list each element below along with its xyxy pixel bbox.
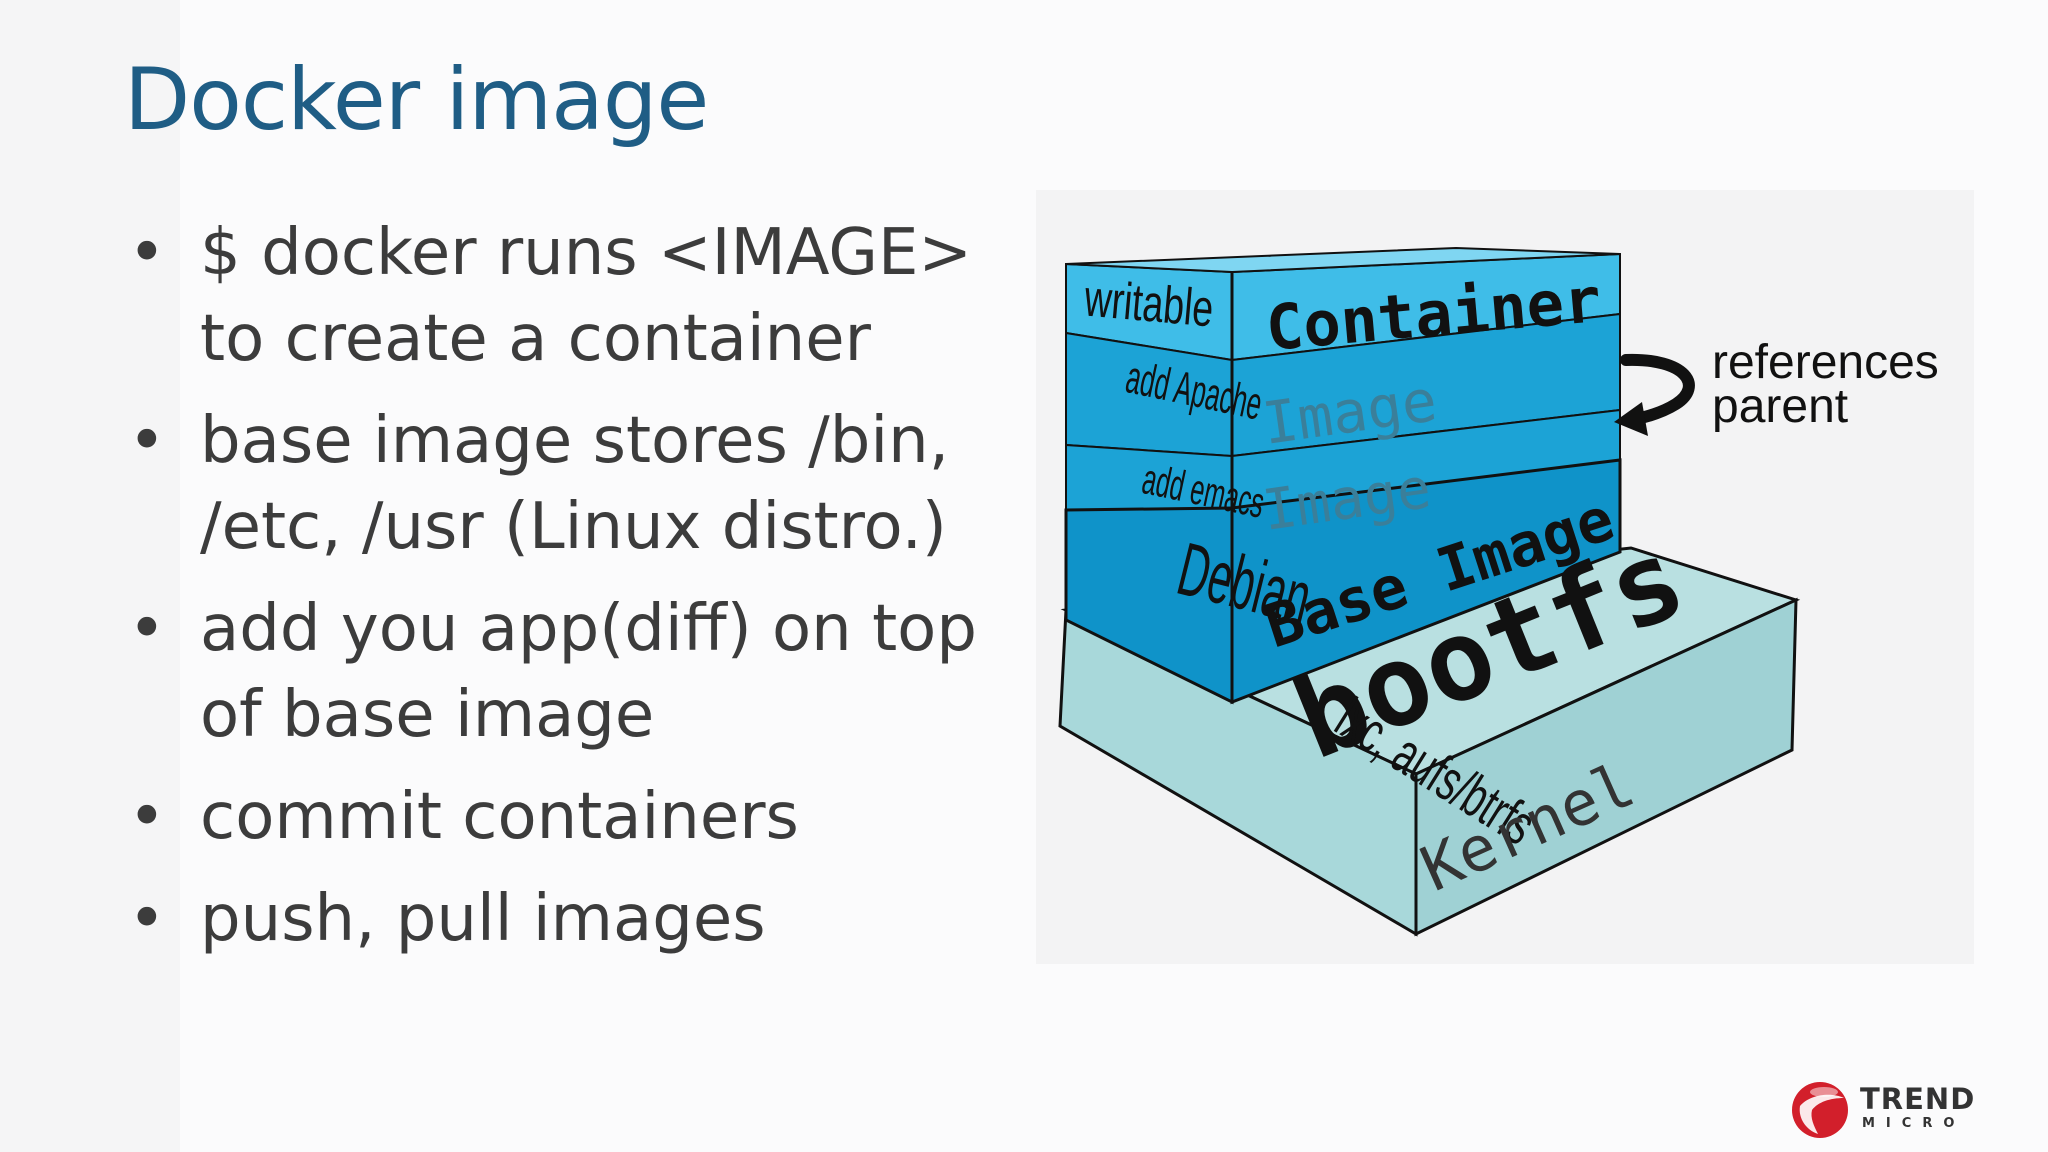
list-item: • add you app(diff) on top of base image — [124, 586, 984, 758]
docker-layers-diagram: writable Container add Apache Image add … — [1036, 190, 1974, 964]
logo-word: TREND — [1860, 1082, 1976, 1116]
container-layer-top — [1065, 246, 1621, 274]
bullet-icon: • — [128, 404, 166, 478]
logo-sub: MICRO — [1862, 1116, 1966, 1131]
bullet-text: commit containers — [200, 780, 799, 854]
bullet-list: • $ docker runs <IMAGE> to create a cont… — [124, 210, 984, 978]
bullet-icon: • — [128, 882, 166, 956]
bullet-icon: • — [128, 592, 166, 666]
kernel-layer-right — [1414, 597, 1798, 937]
label-writable: writable — [1081, 268, 1215, 338]
bullet-icon: • — [128, 780, 166, 854]
list-item: • push, pull images — [124, 876, 984, 962]
bullet-text: base image stores /bin, /etc, /usr (Linu… — [200, 404, 950, 564]
parent-label: parent — [1712, 380, 1848, 433]
references-label: references — [1712, 336, 1939, 389]
trend-micro-logo: TREND MICRO — [1788, 1076, 1974, 1140]
bullet-icon: • — [128, 216, 166, 290]
left-band — [0, 0, 180, 1152]
list-item: • $ docker runs <IMAGE> to create a cont… — [124, 210, 984, 382]
trend-micro-ball-icon — [1792, 1082, 1848, 1138]
arrowhead-icon — [1614, 402, 1648, 436]
bullet-text: $ docker runs <IMAGE> to create a contai… — [200, 216, 972, 376]
list-item: • commit containers — [124, 774, 984, 860]
bullet-text: push, pull images — [200, 882, 766, 956]
references-arrow-icon — [1620, 353, 1695, 426]
slide-title: Docker image — [124, 50, 709, 150]
bullet-text: add you app(diff) on top of base image — [200, 592, 977, 752]
docker-layers-svg: writable Container add Apache Image add … — [1058, 246, 1939, 937]
list-item: • base image stores /bin, /etc, /usr (Li… — [124, 398, 984, 570]
